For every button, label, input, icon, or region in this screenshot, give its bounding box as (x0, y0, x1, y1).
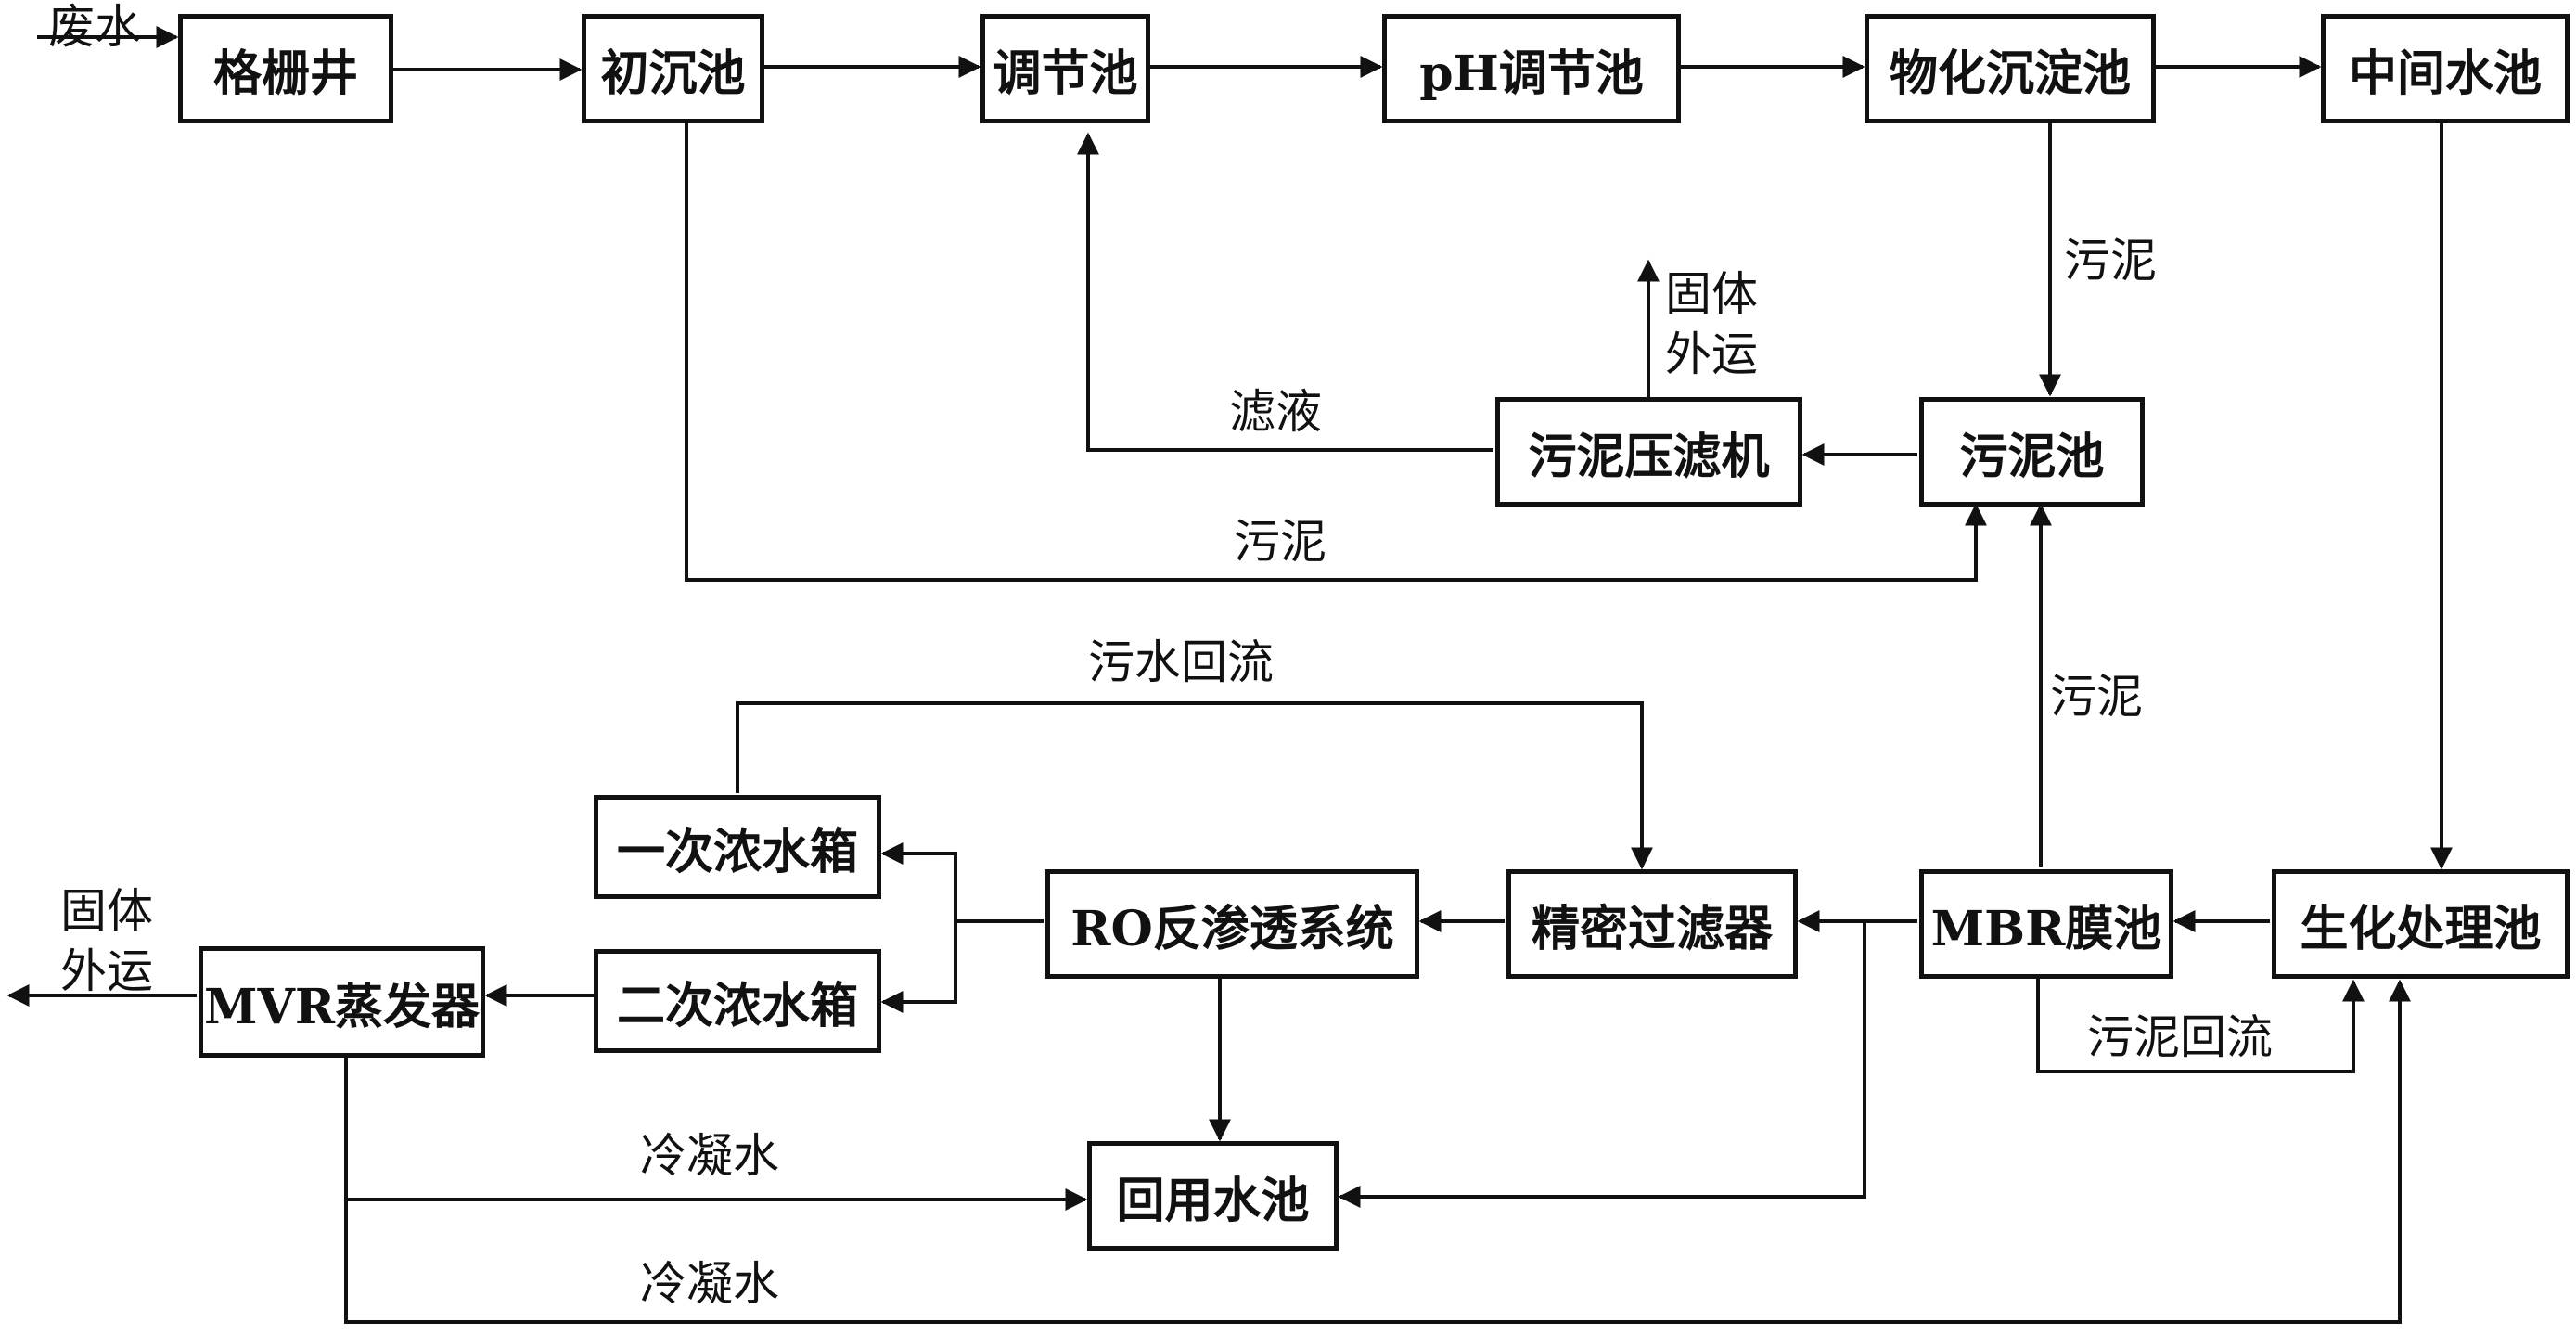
label-solid-out-top-2: 外运 (1665, 327, 1758, 381)
flow-sludge-return (2036, 974, 2365, 1073)
flow-sewage-return (736, 701, 1653, 870)
flow-ro-to-concentrate-tank1 (880, 842, 957, 921)
sludge-pool-box: 污泥池 (1919, 397, 2145, 507)
flow-primary-sludge-to-pool (685, 122, 1987, 582)
mbr-box: MBR膜池 (1919, 869, 2173, 979)
intermediate-pool-box: 中间水池 (2321, 14, 2570, 123)
grille-well-box: 格栅井 (178, 14, 393, 123)
ph-adjust-box: pH调节池 (1382, 14, 1681, 123)
label-sewage-return: 污水回流 (1088, 635, 1274, 689)
primary-concentrate-tank-box: 一次浓水箱 (594, 795, 881, 899)
label-solid-out-left-1: 固体 (60, 884, 153, 938)
flow-filtrate-to-equalization (1077, 132, 1493, 452)
label-condensate-2: 冷凝水 (640, 1257, 779, 1311)
secondary-concentrate-tank-box: 二次浓水箱 (594, 949, 881, 1053)
label-wastewater-in: 废水 (48, 0, 141, 54)
bio-treatment-box: 生化处理池 (2272, 869, 2570, 979)
label-condensate-1: 冷凝水 (640, 1129, 779, 1183)
label-sludge-primary: 污泥 (1234, 515, 1326, 569)
flow-mvr-condensate-to-bio (344, 979, 2411, 1324)
equalization-box: 调节池 (980, 14, 1150, 123)
sludge-filter-press-box: 污泥压滤机 (1495, 397, 1802, 507)
label-solid-out-top-1: 固体 (1665, 267, 1758, 321)
label-solid-out-left-2: 外运 (60, 944, 153, 998)
label-sludge-return: 污泥回流 (2087, 1010, 2273, 1064)
reuse-pool-box: 回用水池 (1087, 1141, 1339, 1251)
ro-system-box: RO反渗透系统 (1045, 869, 1419, 979)
label-sludge-mbr: 污泥 (2050, 670, 2143, 724)
primary-settling-box: 初沉池 (582, 14, 764, 123)
precision-filter-box: 精密过滤器 (1506, 869, 1798, 979)
physchem-settling-box: 物化沉淀池 (1865, 14, 2156, 123)
label-sludge-physchem: 污泥 (2064, 234, 2157, 288)
label-filtrate: 滤液 (1229, 385, 1322, 439)
mvr-evaporator-box: MVR蒸发器 (199, 946, 485, 1058)
flow-mbr-to-reuse (1338, 921, 1866, 1208)
flow-ro-to-concentrate-tank2 (880, 921, 957, 1013)
